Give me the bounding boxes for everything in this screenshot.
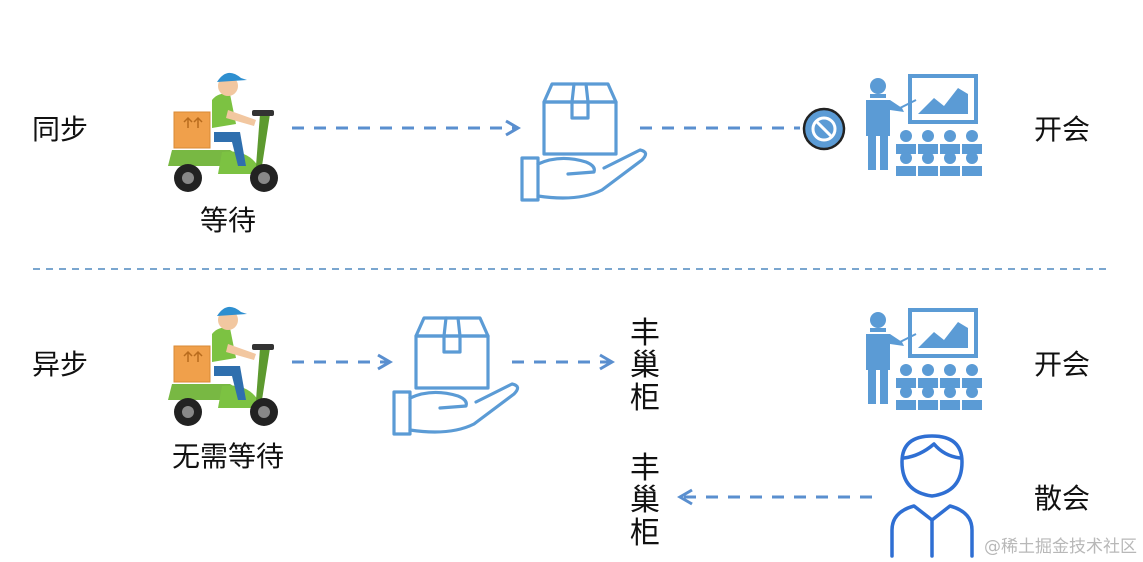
locker-label-top-char: 丰 <box>630 316 660 351</box>
async-dismiss-label: 散会 <box>1034 482 1091 515</box>
locker-label-top-char: 柜 <box>630 380 660 416</box>
scooter-courier-icon <box>167 72 279 193</box>
scooter-courier-icon <box>167 306 279 427</box>
sync-courier-caption: 等待 <box>200 204 257 237</box>
locker-label-bottom: 丰 巢 柜 <box>628 451 662 551</box>
locker-label-bottom-char: 柜 <box>630 515 660 551</box>
watermark: @稀土掘金技术社区 <box>984 537 1137 557</box>
locker-label-bottom-char: 丰 <box>630 451 660 486</box>
async-arrowhead-1 <box>377 353 393 371</box>
async-label: 异步 <box>32 348 89 381</box>
forbidden-icon <box>802 107 846 151</box>
locker-label-bottom-char: 巢 <box>630 483 660 519</box>
async-arrowhead-2 <box>599 353 615 371</box>
async-meeting-label: 开会 <box>1034 348 1091 381</box>
async-courier-caption: 无需等待 <box>172 440 285 473</box>
presentation-meeting-icon <box>864 308 984 412</box>
sync-meeting-label: 开会 <box>1034 113 1091 146</box>
person-icon <box>890 434 974 558</box>
async-arrowhead-3 <box>677 488 693 506</box>
presentation-meeting-icon <box>864 74 984 178</box>
hand-box-icon <box>392 316 520 436</box>
locker-label-top: 丰 巢 柜 <box>628 316 662 416</box>
locker-label-top-char: 巢 <box>630 348 660 384</box>
sync-arrowhead-1 <box>505 119 521 137</box>
hand-box-icon <box>520 82 648 202</box>
sync-label: 同步 <box>32 113 89 146</box>
